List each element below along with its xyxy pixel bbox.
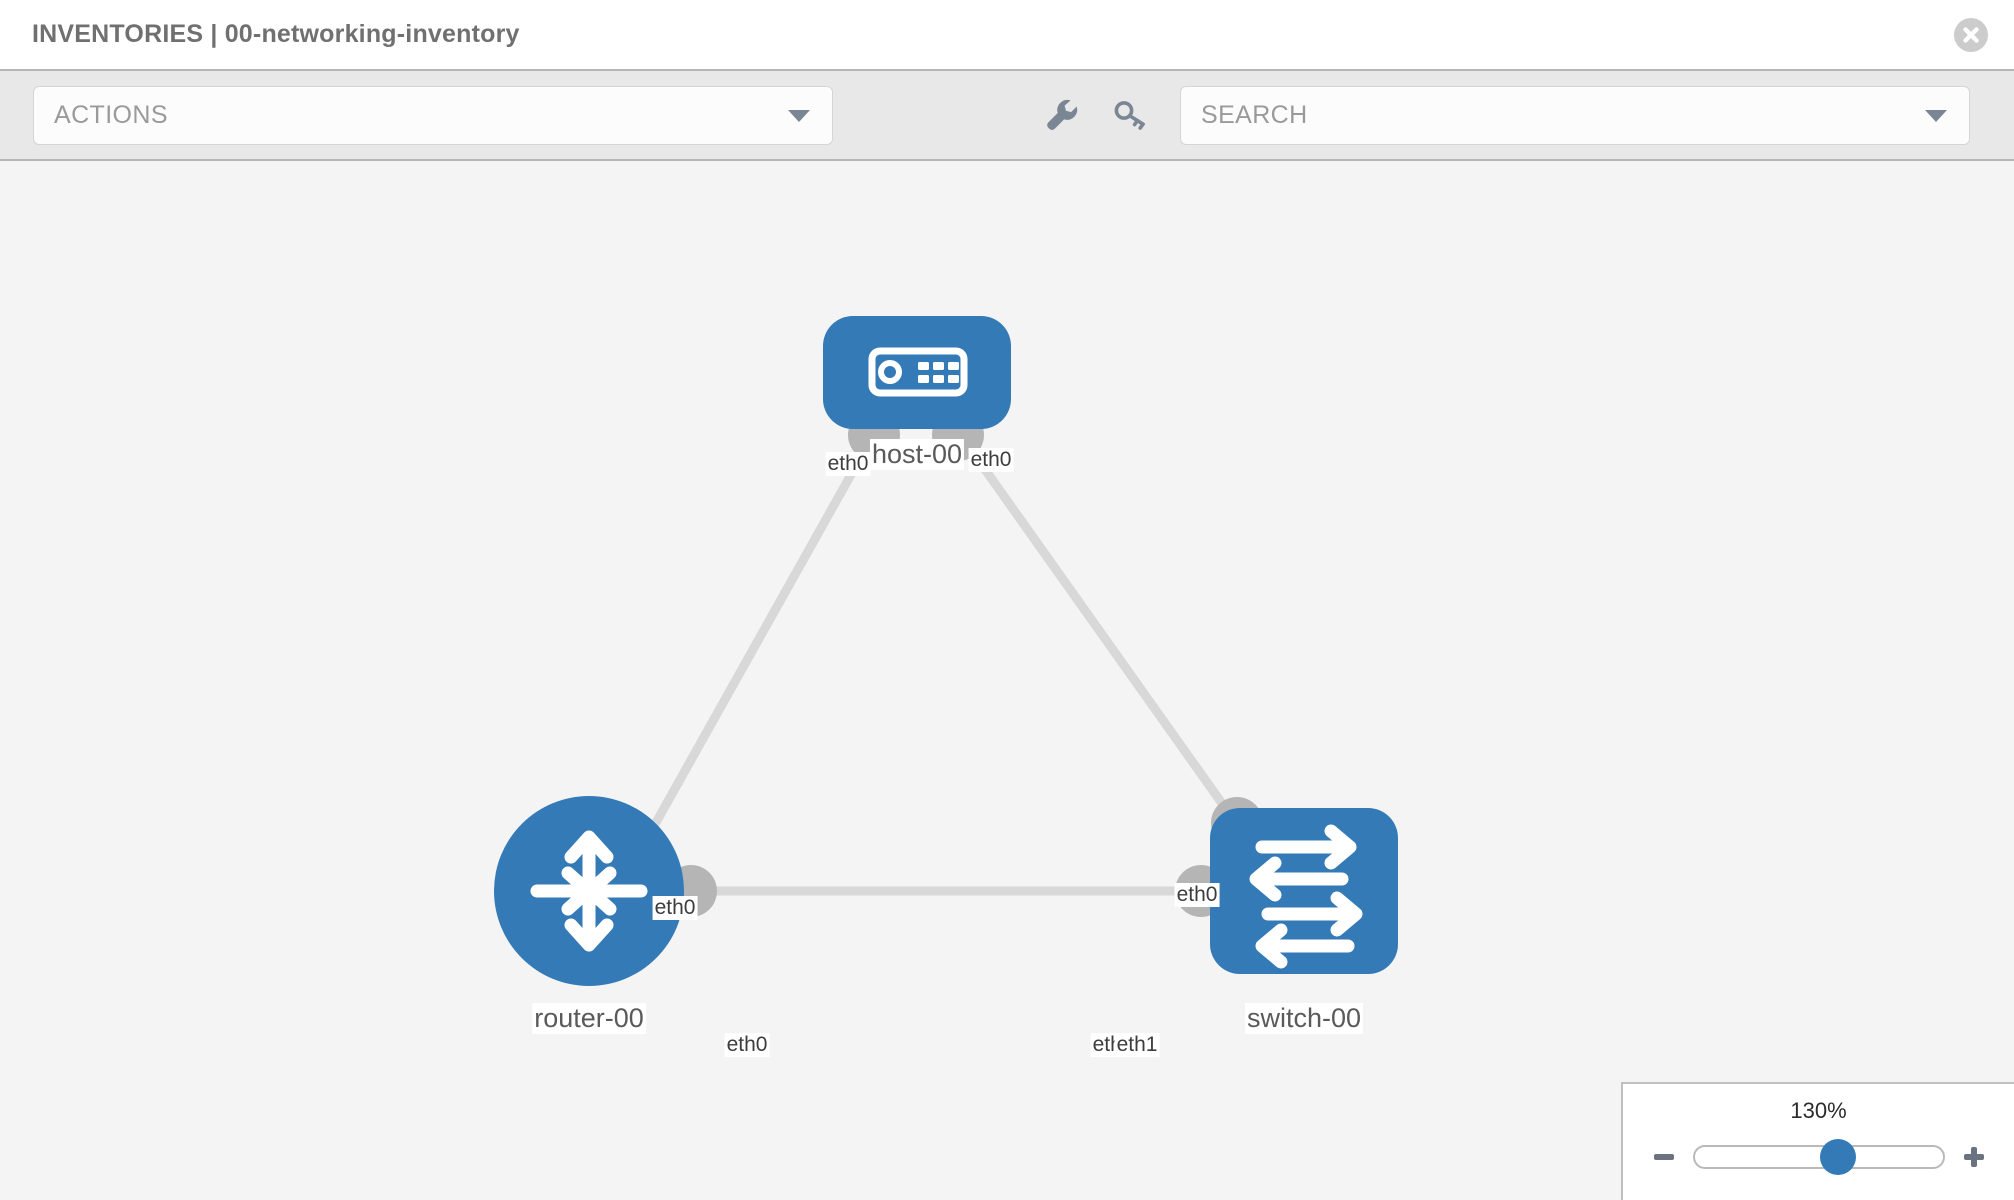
server-appliance-icon: [868, 347, 968, 397]
search-input[interactable]: SEARCH: [1180, 86, 1970, 145]
toolbar: ACTIONS SEARCH: [0, 69, 2014, 161]
actions-dropdown-label: ACTIONS: [54, 101, 168, 129]
iface-label-switch-eth1: eth1: [1114, 1033, 1160, 1057]
router-arrows-icon: [530, 830, 648, 952]
switch-arrows-icon: [1249, 824, 1363, 969]
node-label-host-00: host-00: [869, 439, 965, 470]
actions-dropdown[interactable]: ACTIONS: [33, 86, 833, 145]
iface-label-router-eth0-up: eth0: [652, 896, 698, 920]
link-host-router: [636, 420, 884, 854]
chevron-down-icon[interactable]: [1925, 109, 1947, 122]
iface-label-host-eth0-right: eth0: [968, 448, 1014, 472]
search-placeholder: SEARCH: [1201, 101, 1308, 129]
zoom-slider-thumb[interactable]: [1820, 1139, 1857, 1175]
chevron-down-icon: [788, 109, 810, 122]
iface-label-router-eth0-right: eth0: [724, 1033, 770, 1057]
key-icon[interactable]: [1108, 93, 1152, 137]
node-label-router-00: router-00: [532, 1003, 646, 1034]
node-label-switch-00: switch-00: [1244, 1003, 1364, 1034]
topology-graph: [494, 316, 1398, 986]
iface-label-host-eth0-left: eth0: [825, 452, 871, 476]
node-switch-00[interactable]: [1210, 808, 1398, 974]
close-icon[interactable]: [1954, 18, 1988, 52]
iface-label-switch-eth0-up: eth0: [1174, 883, 1220, 907]
wrench-icon[interactable]: [1040, 93, 1084, 137]
zoom-slider-row: [1623, 1136, 2014, 1178]
zoom-in-button[interactable]: [1955, 1138, 1993, 1176]
node-router-00[interactable]: [494, 796, 684, 986]
topology-canvas[interactable]: host-00 router-00 switch-00 eth0 eth0 et…: [0, 161, 2014, 1200]
page-title: INVENTORIES | 00-networking-inventory: [32, 20, 520, 48]
zoom-slider-track[interactable]: [1692, 1139, 1945, 1175]
zoom-control-panel: 130%: [1621, 1082, 2014, 1200]
zoom-out-button[interactable]: [1645, 1138, 1683, 1176]
node-host-00[interactable]: [823, 316, 1011, 429]
link-host-switch: [948, 420, 1247, 836]
zoom-level-label: 130%: [1790, 1098, 1847, 1123]
page-header: INVENTORIES | 00-networking-inventory: [0, 0, 2014, 69]
